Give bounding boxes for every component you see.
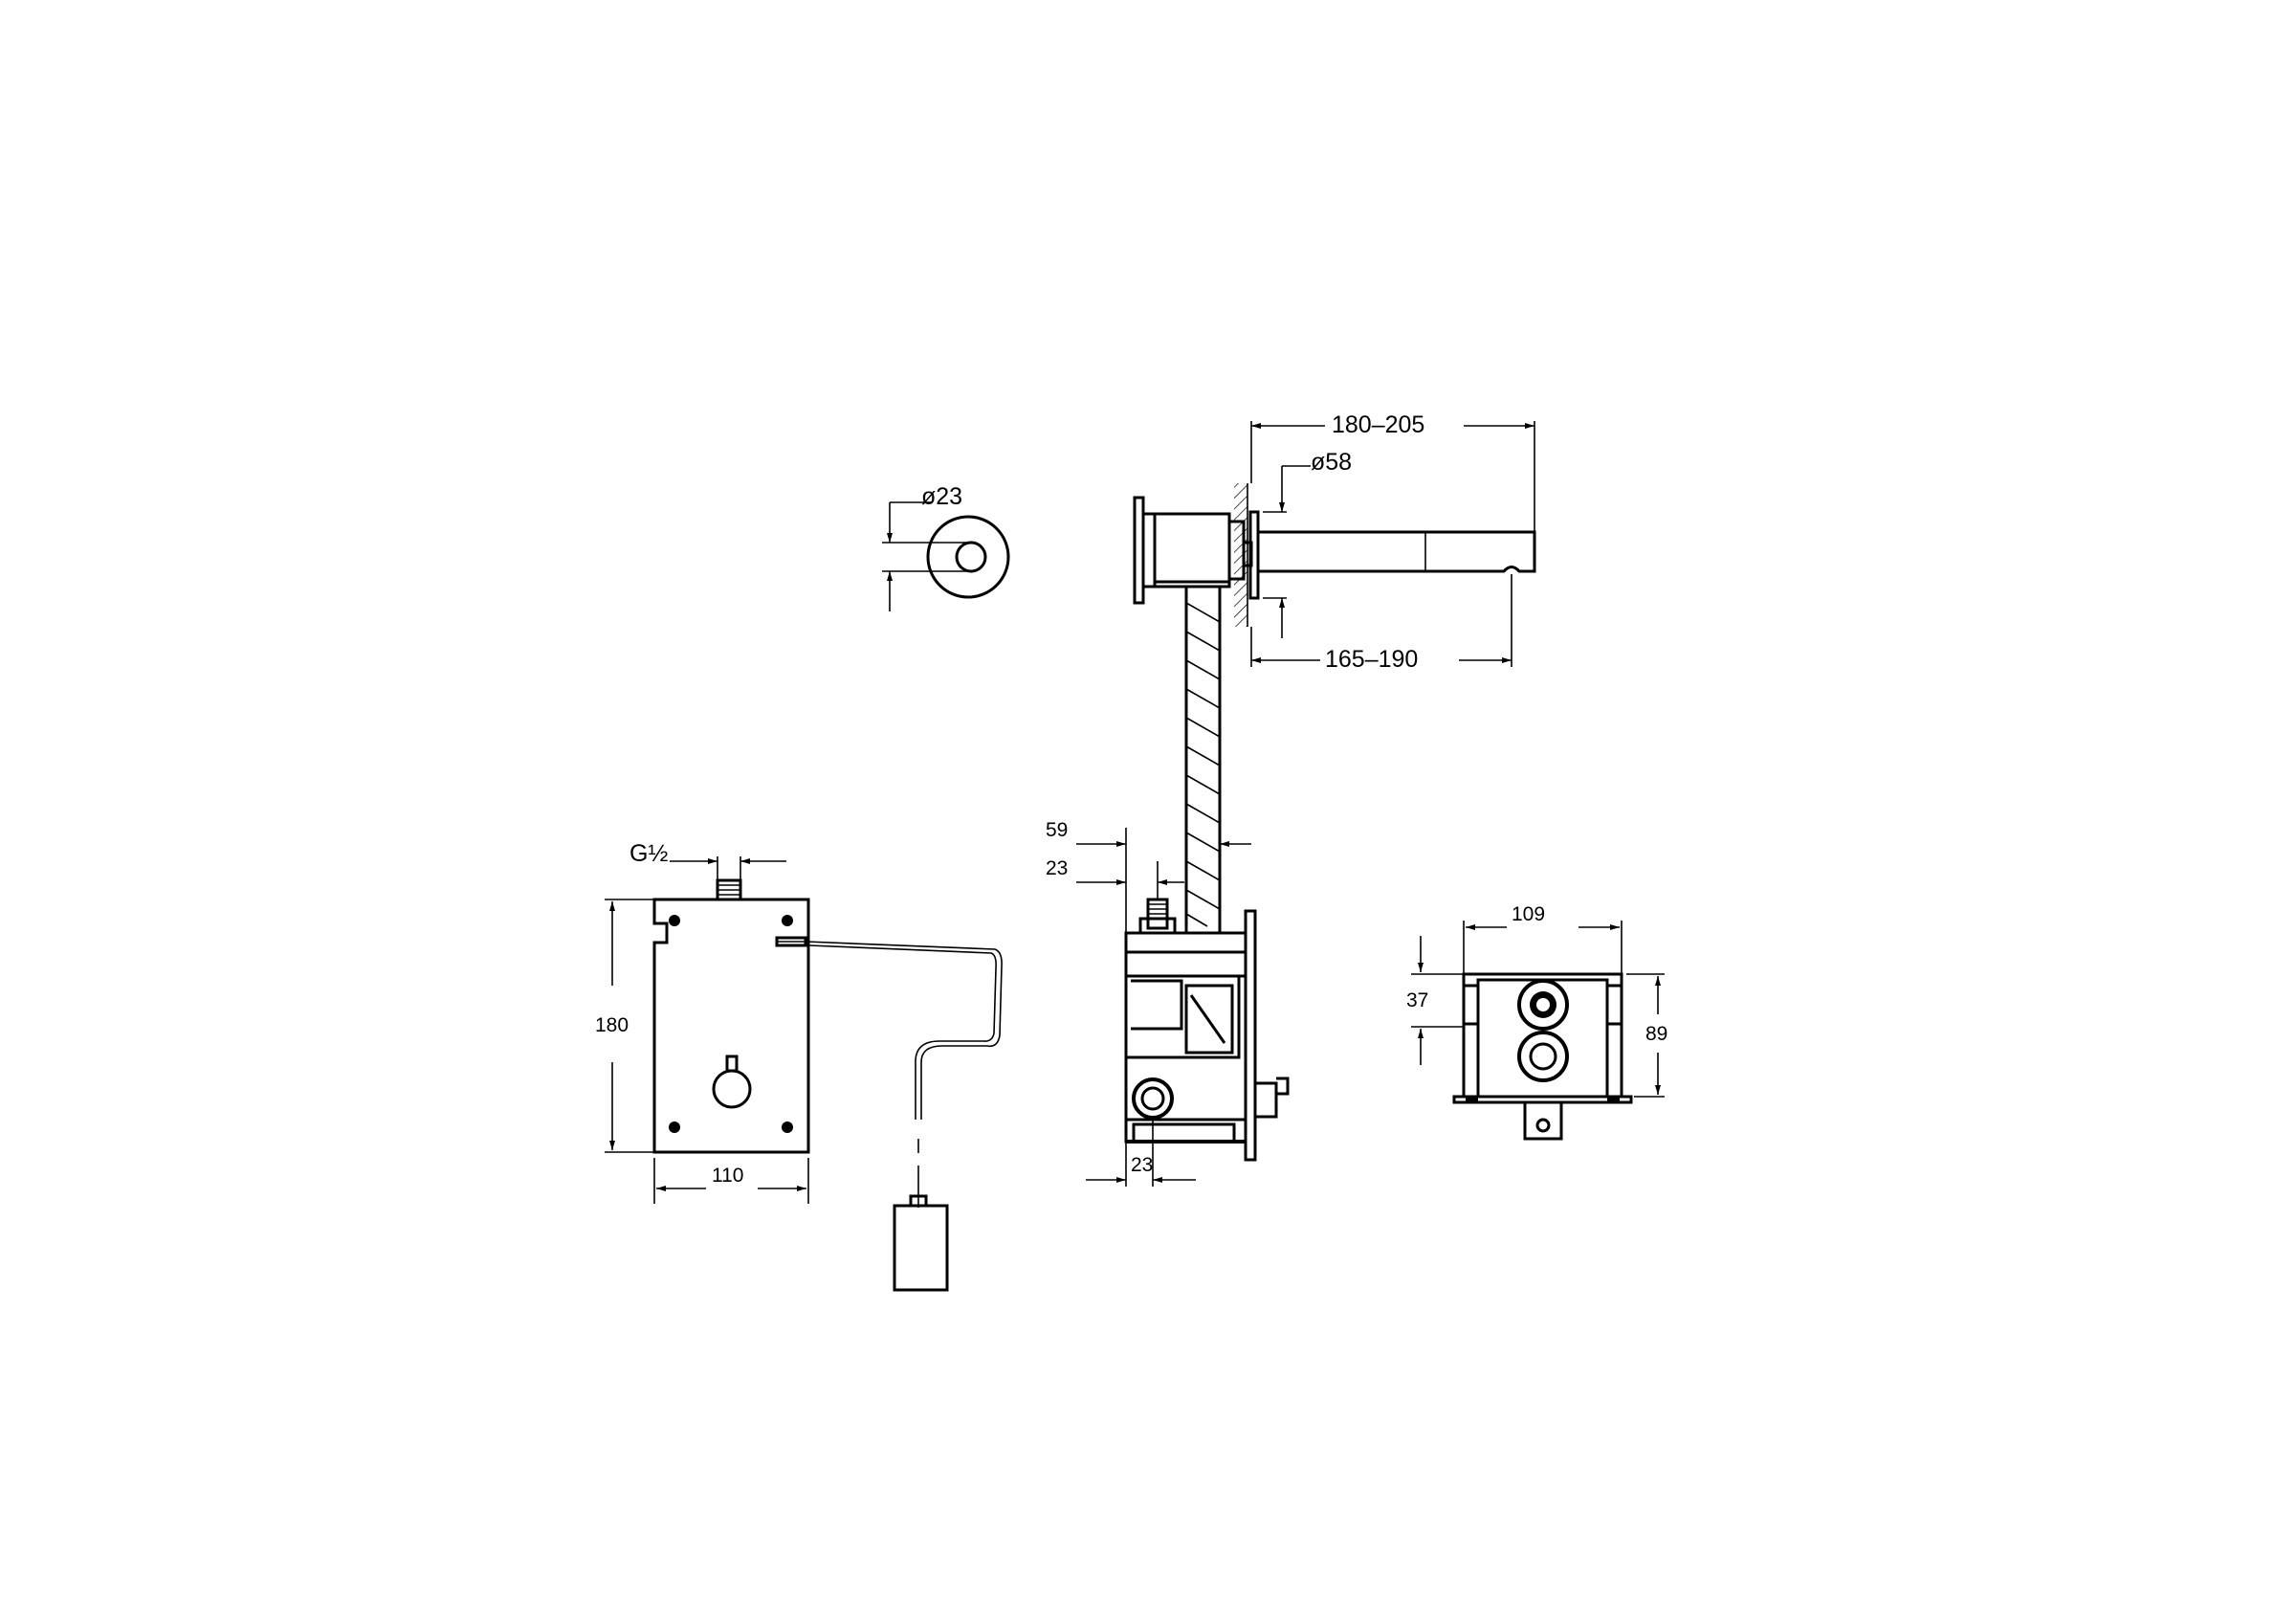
- inlet-offset-label: 23: [1046, 857, 1068, 879]
- control-rosette-view: ø23: [882, 483, 1010, 611]
- outlet-offset-label: 23: [1131, 1154, 1153, 1176]
- control-rosette: [926, 515, 1010, 599]
- box-height-label: 180: [595, 1014, 629, 1036]
- wall-hatch: [1234, 483, 1247, 627]
- front-control-knob: [712, 1069, 752, 1109]
- outlet-connector: [1132, 1077, 1174, 1120]
- frame-width-label: 109: [1512, 903, 1545, 925]
- control-rosette-diameter-label: ø23: [921, 483, 962, 510]
- control-knob: [955, 541, 987, 573]
- spout-rosette-diameter-label: ø58: [1311, 449, 1352, 476]
- frame-upper-port: [1517, 979, 1569, 1031]
- frame-height-label: 89: [1645, 1023, 1667, 1045]
- power-supply-unit: [893, 1204, 949, 1292]
- inlet-thread-label: G½: [629, 840, 668, 867]
- mixer-body: [1153, 512, 1231, 588]
- side-elevation-view: 180–205 ø58 165–190 59 23 23: [1046, 411, 1536, 1187]
- spout-projection-max-label: 180–205: [1332, 411, 1424, 438]
- front-box-view: G½ 180 110: [595, 840, 1003, 1292]
- spout-projection-min-label: 165–190: [1325, 646, 1418, 673]
- flexible-hose: [1185, 602, 1221, 927]
- frame-lower-port: [1517, 1031, 1569, 1082]
- concealed-box-front: [652, 898, 810, 1154]
- box-top-offset-label: 59: [1046, 819, 1068, 841]
- control-body: [1141, 512, 1157, 588]
- mounting-frame-view: 109 89 37: [1406, 903, 1667, 1141]
- spout: [1256, 530, 1536, 573]
- sensor-cable: [805, 941, 1003, 1120]
- frame-bottom-tab: [1523, 1100, 1563, 1141]
- frame-offset-label: 37: [1406, 989, 1428, 1011]
- box-width-label: 110: [712, 1165, 743, 1187]
